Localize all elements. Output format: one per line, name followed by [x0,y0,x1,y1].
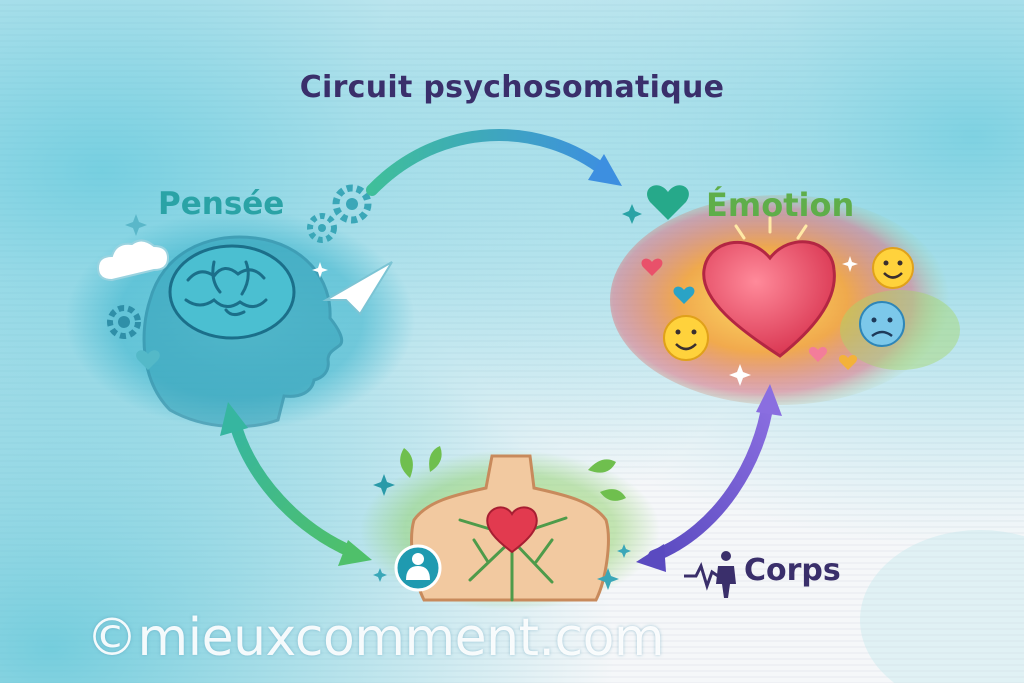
node-label-corps: Corps [744,553,841,588]
head-brain-icon [65,184,415,430]
arrow-corps-emotion [636,384,782,572]
diagram-title: Circuit psychosomatique [299,70,725,105]
node-label-pensee: Pensée [158,186,285,222]
watermark: ©mieuxcomment.com [86,608,665,668]
heart-emotions-icon [610,185,960,405]
arrow-pensee-corps [220,402,372,566]
watercolor-wash-corner [860,530,1024,683]
node-label-emotion: Émotion [706,186,855,224]
arrow-pensee-to-emotion [366,129,622,196]
body-torso-icon [360,446,660,610]
pulse-person-icon [684,551,736,598]
